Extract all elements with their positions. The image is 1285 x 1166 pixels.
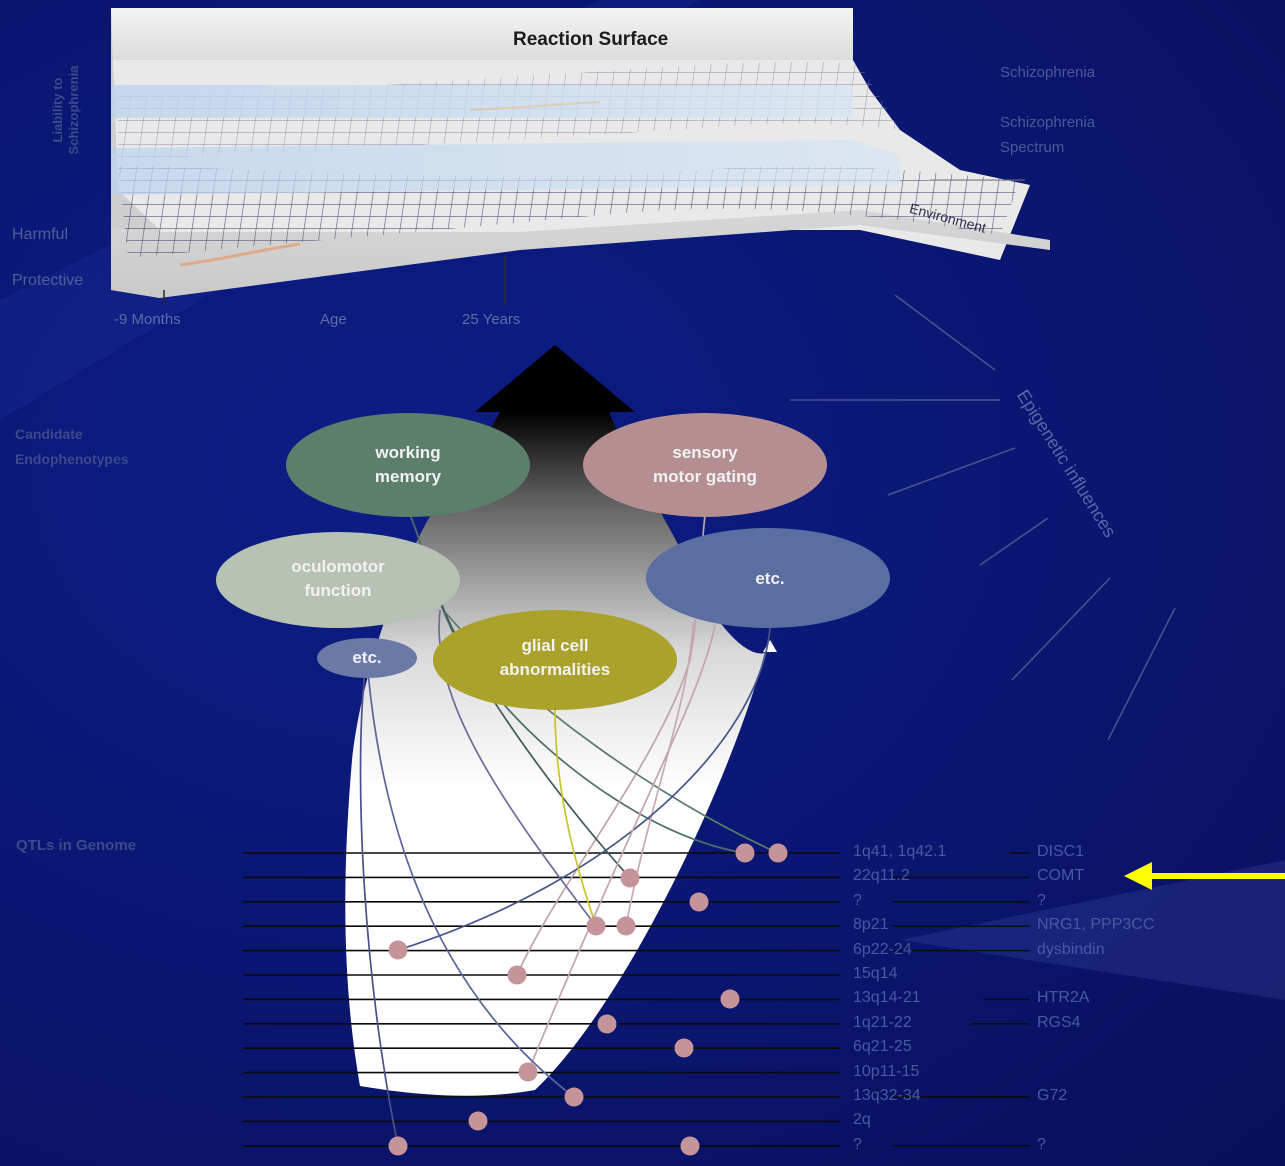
age-start-label: -9 Months	[114, 311, 181, 328]
qtl-locus-label: ?	[853, 891, 862, 909]
qtl-locus-label: 13q32-34	[853, 1087, 921, 1104]
ellipse-working-memory	[286, 413, 530, 517]
protective-label: Protective	[12, 272, 84, 289]
qtl-dot	[620, 868, 640, 888]
qtl-dot	[616, 916, 636, 936]
qtl-gene-label: RGS4	[1037, 1013, 1081, 1031]
qtl-locus-label: 15q14	[853, 965, 898, 982]
qtl-gene-label: G72	[1037, 1087, 1068, 1104]
qtl-gene-label: HTR2A	[1037, 989, 1090, 1007]
qtl-locus-label: ?	[853, 1135, 862, 1153]
outcome-spectrum-line2: Spectrum	[1000, 139, 1065, 156]
connection-etc-left-b	[367, 671, 575, 1098]
qtl-dot	[468, 1111, 488, 1131]
connection-etc-left-a	[359, 671, 399, 1147]
qtl-dot	[586, 916, 606, 936]
qtl-locus-label: 1q21-22	[853, 1013, 912, 1031]
qtl-dot	[507, 965, 527, 985]
outcome-schizophrenia: Schizophrenia	[1000, 64, 1096, 81]
epigenetic-influence-lines	[790, 294, 1176, 741]
ellipse-glial-cell	[433, 610, 677, 710]
qtl-heading: QTLs in Genome	[16, 837, 137, 854]
qtl-gene-label: ?	[1037, 891, 1046, 909]
liability-label: Liability to Schizophrenia	[50, 65, 81, 155]
highlight-arrow	[1124, 862, 1285, 890]
endophenotypes-heading-line1: Candidate	[15, 426, 83, 442]
qtl-gene-label: NRG1, PPP3CC	[1037, 916, 1155, 934]
harmful-label: Harmful	[12, 226, 69, 243]
qtl-dot	[388, 1136, 408, 1156]
age-end-label: 25 Years	[462, 311, 521, 328]
qtl-dot	[689, 892, 709, 912]
qtl-dot	[768, 843, 788, 863]
qtl-dot	[518, 1062, 538, 1082]
age-axis-label: Age	[320, 311, 347, 328]
qtl-dot	[388, 940, 408, 960]
arrow-head-icon	[1124, 862, 1152, 890]
outcome-spectrum-line1: Schizophrenia	[1000, 114, 1096, 131]
qtl-gene-label: dysbindin	[1037, 940, 1105, 958]
qtl-gene-label: COMT	[1037, 867, 1085, 885]
ellipse-sensory-motor-gating	[583, 413, 827, 517]
etc-left-text: etc.	[352, 648, 382, 667]
qtl-dots	[388, 843, 788, 1156]
qtl-dot	[735, 843, 755, 863]
qtl-locus-label: 22q11.2	[853, 867, 910, 885]
qtl-gene-label: DISC1	[1037, 843, 1085, 860]
endophenotypes-heading-line2: Endophenotypes	[15, 451, 129, 467]
qtl-dot	[597, 1014, 617, 1034]
qtl-dot	[680, 1136, 700, 1156]
ellipse-etc-right	[646, 528, 890, 628]
qtl-gene-label: ?	[1037, 1135, 1046, 1153]
qtl-locus-label: 8p21	[853, 916, 889, 934]
endophenotype-ellipses	[216, 413, 890, 710]
reaction-surface-panel	[111, 8, 1050, 305]
ellipse-etc-left	[317, 638, 417, 678]
qtl-locus-label: 6q21-25	[853, 1038, 912, 1056]
qtl-dot	[720, 989, 740, 1009]
ellipse-oculomotor-function	[216, 532, 460, 628]
qtl-locus-label: 1q41, 1q42.1	[853, 843, 947, 860]
connection-glial	[554, 709, 597, 927]
qtl-locus-label: 10p11-15	[853, 1062, 920, 1080]
connection-etc-right-c	[527, 624, 716, 1073]
qtl-locus-label: 13q14-21	[853, 989, 921, 1007]
connection-etc-right-b	[397, 627, 771, 951]
qtl-dot	[674, 1038, 694, 1058]
reaction-surface-title: Reaction Surface	[513, 29, 669, 50]
qtl-locus-label: 2q	[853, 1111, 871, 1129]
qtl-dot	[564, 1087, 584, 1107]
etc-right-text: etc.	[755, 569, 785, 588]
qtl-locus-label: 6p22-24	[853, 940, 912, 958]
